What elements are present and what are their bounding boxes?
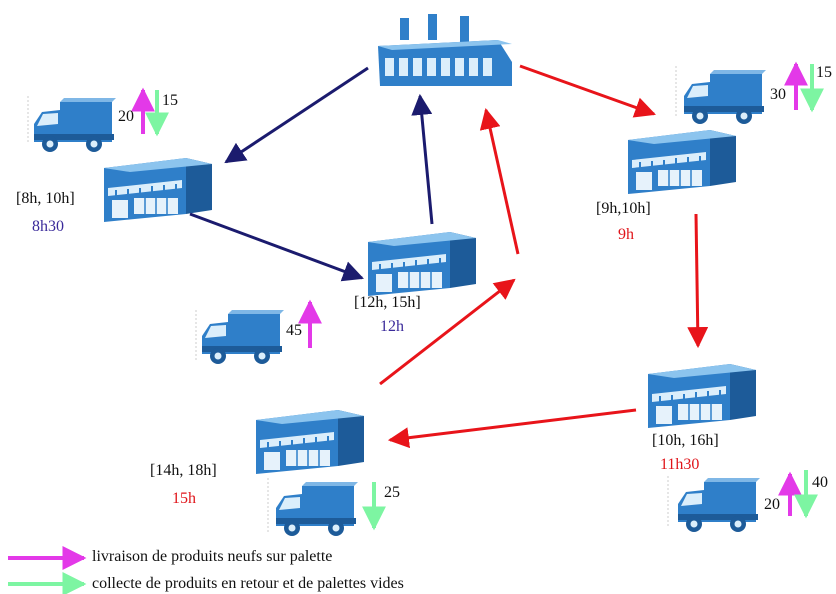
delivery-qty-c: 30 bbox=[770, 86, 786, 103]
factory-icon bbox=[378, 14, 512, 86]
pickup-qty-c: 15 bbox=[816, 64, 832, 81]
time-window-b: [12h, 15h] bbox=[354, 294, 421, 311]
legend-pickup-label: collecte de produits en retour et de pal… bbox=[92, 575, 404, 592]
truck-icon bbox=[202, 310, 284, 364]
delivery-qty-d: 20 bbox=[764, 496, 780, 513]
route-depot-to-a bbox=[224, 66, 369, 164]
route-red bbox=[379, 64, 709, 449]
legend-delivery-label: livraison de produits neufs sur palette bbox=[92, 548, 333, 565]
store-icon-d bbox=[647, 363, 757, 429]
truck-icon bbox=[678, 478, 760, 532]
route-depot-to-c bbox=[519, 64, 656, 118]
legend bbox=[8, 546, 87, 594]
vehicle-c bbox=[675, 61, 824, 124]
vehicle-e bbox=[267, 478, 386, 536]
time-window-d: [10h, 16h] bbox=[652, 432, 719, 449]
delivery-qty-a: 20 bbox=[118, 108, 134, 125]
vehicle-b bbox=[195, 299, 322, 364]
store-icon-b bbox=[367, 231, 477, 297]
truck-icon bbox=[34, 98, 116, 152]
route-d-to-e bbox=[387, 408, 637, 449]
vehicle-a bbox=[27, 87, 169, 152]
route-e-to-midpoint bbox=[379, 278, 516, 386]
store-icon-a bbox=[103, 157, 213, 223]
arrival-time-c: 9h bbox=[618, 226, 634, 243]
depot-factory bbox=[378, 14, 512, 86]
route-midpoint-to-depot bbox=[479, 107, 520, 255]
truck-icon bbox=[684, 70, 766, 124]
arrival-time-d: 11h30 bbox=[660, 456, 700, 473]
time-window-e: [14h, 18h] bbox=[150, 462, 217, 479]
time-window-a: [8h, 10h] bbox=[16, 190, 75, 207]
pickup-qty-d: 40 bbox=[812, 474, 828, 491]
truck-icon bbox=[276, 482, 358, 536]
store-icon-c bbox=[627, 129, 737, 195]
delivery-qty-b: 45 bbox=[286, 322, 302, 339]
time-window-c: [9h,10h] bbox=[596, 200, 651, 217]
store-icon-e bbox=[255, 409, 365, 475]
arrival-time-b: 12h bbox=[380, 318, 404, 335]
route-c-to-d bbox=[687, 213, 709, 349]
route-blue bbox=[189, 66, 434, 282]
pickup-qty-e: 25 bbox=[384, 484, 400, 501]
arrival-time-e: 15h bbox=[172, 490, 196, 507]
vehicle-d bbox=[667, 470, 818, 532]
pickup-qty-a: 15 bbox=[162, 92, 178, 109]
route-b-to-depot bbox=[411, 93, 434, 225]
route-a-to-b bbox=[189, 212, 364, 282]
arrival-time-a: 8h30 bbox=[32, 218, 64, 235]
